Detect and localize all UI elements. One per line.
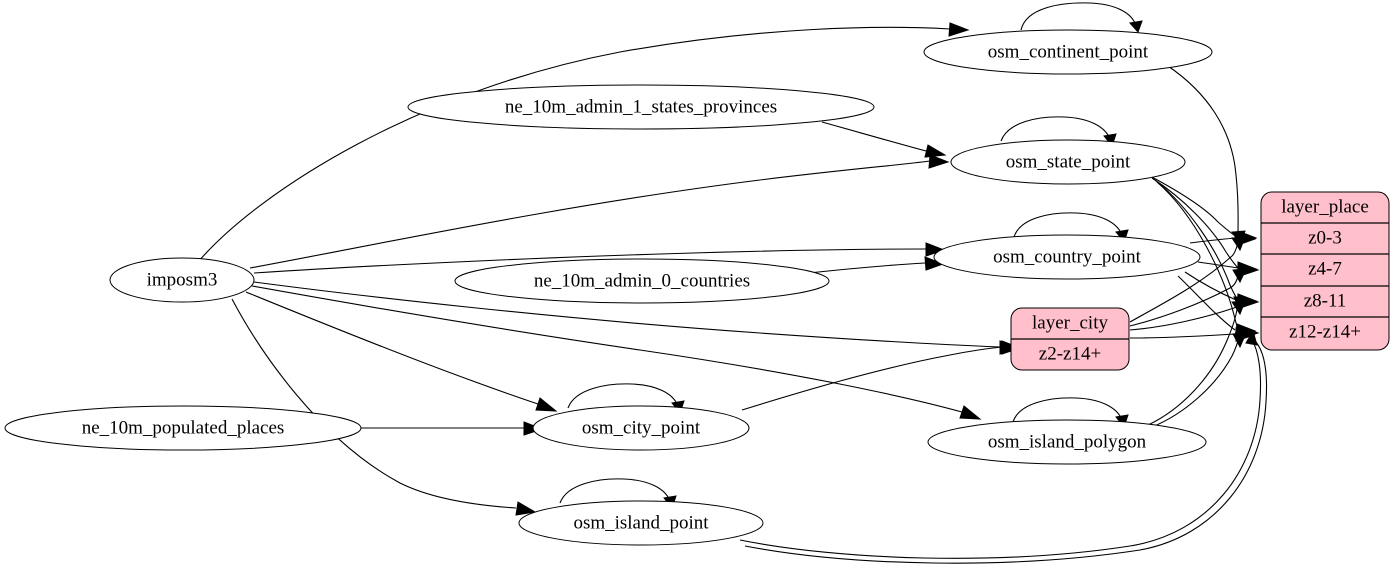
edge-imposm3-to-islandpolygon — [251, 285, 963, 413]
selfloop-islandpolygon — [1012, 397, 1123, 423]
node-osm-state-point-shape[interactable] — [950, 139, 1186, 185]
arrowhead-icon — [925, 242, 946, 257]
edge-imposm3-to-continent — [197, 26, 951, 263]
node-ne-states-label: ne_10m_admin_1_states_provinces — [505, 96, 777, 117]
node-layer-place[interactable]: layer_place z0-3 z4-7 z8-11 z12-z14+ — [1260, 191, 1390, 351]
node-osm-city-point-label: osm_city_point — [582, 417, 701, 438]
selfloop-state — [1000, 116, 1111, 142]
arrowhead-icon — [1129, 20, 1143, 33]
edge-layercity-to-z8-11 — [1129, 301, 1240, 331]
selfloop-islandpoint — [559, 478, 671, 504]
node-osm-continent-point-label: osm_continent_point — [988, 41, 1149, 62]
node-ne-populated-label: ne_10m_populated_places — [82, 417, 285, 438]
edge-islandpoint-to-z12-z14 — [739, 339, 1262, 559]
node-osm-island-polygon[interactable]: osm_island_polygon — [927, 419, 1207, 465]
edge-country-to-z12-z14 — [1177, 275, 1236, 331]
edge-nestates-to-state — [821, 121, 927, 152]
node-osm-country-point-shape[interactable] — [933, 234, 1201, 280]
node-osm-continent-point[interactable]: osm_continent_point — [923, 29, 1213, 75]
node-osm-island-polygon-label: osm_island_polygon — [988, 431, 1147, 452]
arrowhead-icon — [928, 154, 950, 169]
arrowhead-icon — [1232, 332, 1247, 349]
edge-city-to-layercity — [741, 346, 1003, 411]
node-osm-city-point[interactable]: osm_city_point — [532, 405, 750, 451]
arrowhead-icon — [1231, 236, 1246, 252]
node-layer-place-box[interactable] — [1260, 191, 1390, 351]
edge-country-to-z4-7 — [1197, 261, 1239, 269]
selfloop-continent — [1020, 2, 1137, 31]
arrowhead-icon — [924, 256, 945, 271]
edge-layercity-to-z12-z14 — [1129, 333, 1237, 339]
edge-islandpoint-to-z12-z14-alt — [744, 341, 1268, 564]
layer-city-row-z2-z14[interactable]: z2-z14+ — [1039, 343, 1101, 364]
selfloop-city — [567, 383, 679, 409]
edge-state-to-z0-3 — [1149, 175, 1238, 238]
layer-city-title: layer_city — [1032, 312, 1108, 333]
node-ne-countries-label: ne_10m_admin_0_countries — [534, 270, 750, 291]
arrowhead-icon — [1231, 300, 1246, 316]
arrowhead-icon — [535, 397, 558, 412]
node-ne-states-shape[interactable] — [407, 84, 875, 130]
edge-continent-to-z0-3 — [1167, 65, 1239, 235]
node-osm-city-point-shape[interactable] — [532, 405, 750, 451]
layer-place-title: layer_place — [1281, 196, 1369, 217]
node-ne-populated-shape[interactable] — [4, 405, 362, 451]
node-ne-10m-admin-0-countries[interactable]: ne_10m_admin_0_countries — [454, 258, 830, 304]
edge-islandpolygon-to-z12-z14 — [1151, 335, 1240, 428]
node-layer: imposm3 ne_10m_admin_1_states_provinces … — [4, 29, 1390, 546]
node-imposm3[interactable]: imposm3 — [109, 257, 255, 303]
node-ne-countries-shape[interactable] — [454, 258, 830, 304]
node-osm-island-point-shape[interactable] — [518, 500, 764, 546]
node-osm-country-point-label: osm_country_point — [993, 246, 1141, 267]
layer-place-row-z12-z14[interactable]: z12-z14+ — [1289, 321, 1361, 342]
node-osm-state-point[interactable]: osm_state_point — [950, 139, 1186, 185]
node-imposm3-shape[interactable] — [109, 257, 255, 303]
edge-imposm3-to-country — [253, 248, 927, 274]
edge-imposm3-to-state — [249, 160, 931, 269]
layer-place-row-z0-3[interactable]: z0-3 — [1308, 227, 1342, 248]
layer-place-row-z4-7[interactable]: z4-7 — [1308, 258, 1342, 279]
node-ne-10m-populated-places[interactable]: ne_10m_populated_places — [4, 405, 362, 451]
arrowhead-icon — [924, 144, 947, 158]
arrowhead-icon — [515, 501, 537, 516]
edge-necountries-to-country — [799, 262, 926, 275]
layer-place-row-z8-11[interactable]: z8-11 — [1304, 290, 1347, 311]
node-osm-island-point-label: osm_island_point — [573, 512, 709, 533]
edge-state-to-z4-7 — [1151, 177, 1240, 270]
edge-imposm3-to-city — [245, 291, 539, 405]
node-osm-island-point[interactable]: osm_island_point — [518, 500, 764, 546]
edge-imposm3-to-layercity — [253, 281, 1001, 348]
arrowhead-icon — [948, 22, 970, 37]
edge-islandpolygon-to-z8-11 — [1147, 302, 1239, 426]
node-ne-10m-admin-1-states-provinces[interactable]: ne_10m_admin_1_states_provinces — [407, 84, 875, 130]
arrowhead-icon — [1245, 329, 1258, 346]
arrowhead-icon — [959, 405, 982, 420]
edge-imposm3-to-islandpoint — [231, 298, 517, 509]
node-osm-country-point[interactable]: osm_country_point — [933, 234, 1201, 280]
edge-country-to-z8-11 — [1184, 271, 1237, 301]
node-imposm3-label: imposm3 — [147, 269, 218, 290]
node-osm-state-point-label: osm_state_point — [1006, 151, 1131, 172]
selfloop-country — [1013, 212, 1123, 238]
edge-country-to-z0-3 — [1189, 237, 1238, 244]
node-layer-city[interactable]: layer_city z2-z14+ — [1010, 307, 1130, 371]
node-osm-island-polygon-shape[interactable] — [927, 419, 1207, 465]
arrowhead-icon — [1232, 268, 1247, 284]
edge-layercity-to-z4-7 — [1129, 270, 1240, 327]
node-osm-continent-point-shape[interactable] — [923, 29, 1213, 75]
